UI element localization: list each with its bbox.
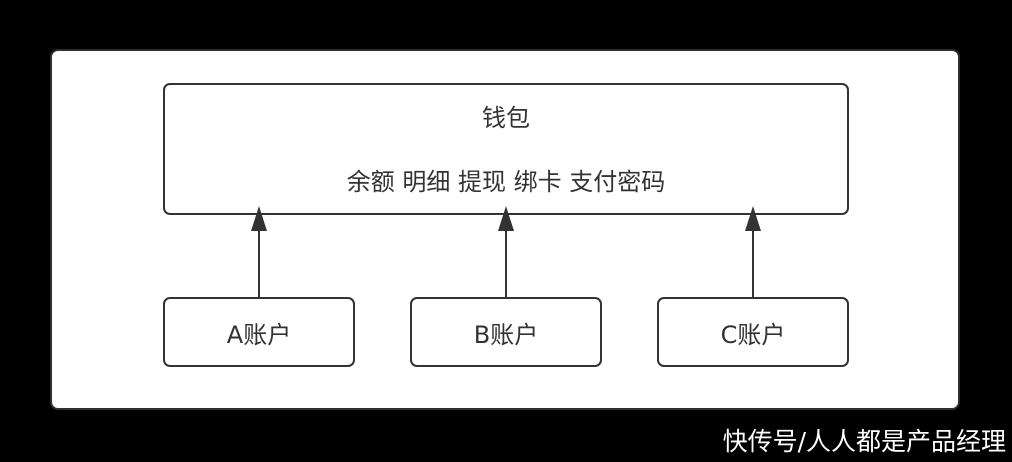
wallet-node: 钱包 余额 明细 提现 绑卡 支付密码 — [163, 83, 849, 215]
account-node-b: B账户 — [410, 297, 602, 367]
account-node-a: A账户 — [163, 297, 355, 367]
wallet-title: 钱包 — [482, 104, 530, 132]
watermark: 快传号/人人都是产品经理 — [722, 427, 1006, 456]
account-node-c: C账户 — [657, 297, 849, 367]
wallet-features: 余额 明细 提现 绑卡 支付密码 — [346, 168, 666, 196]
